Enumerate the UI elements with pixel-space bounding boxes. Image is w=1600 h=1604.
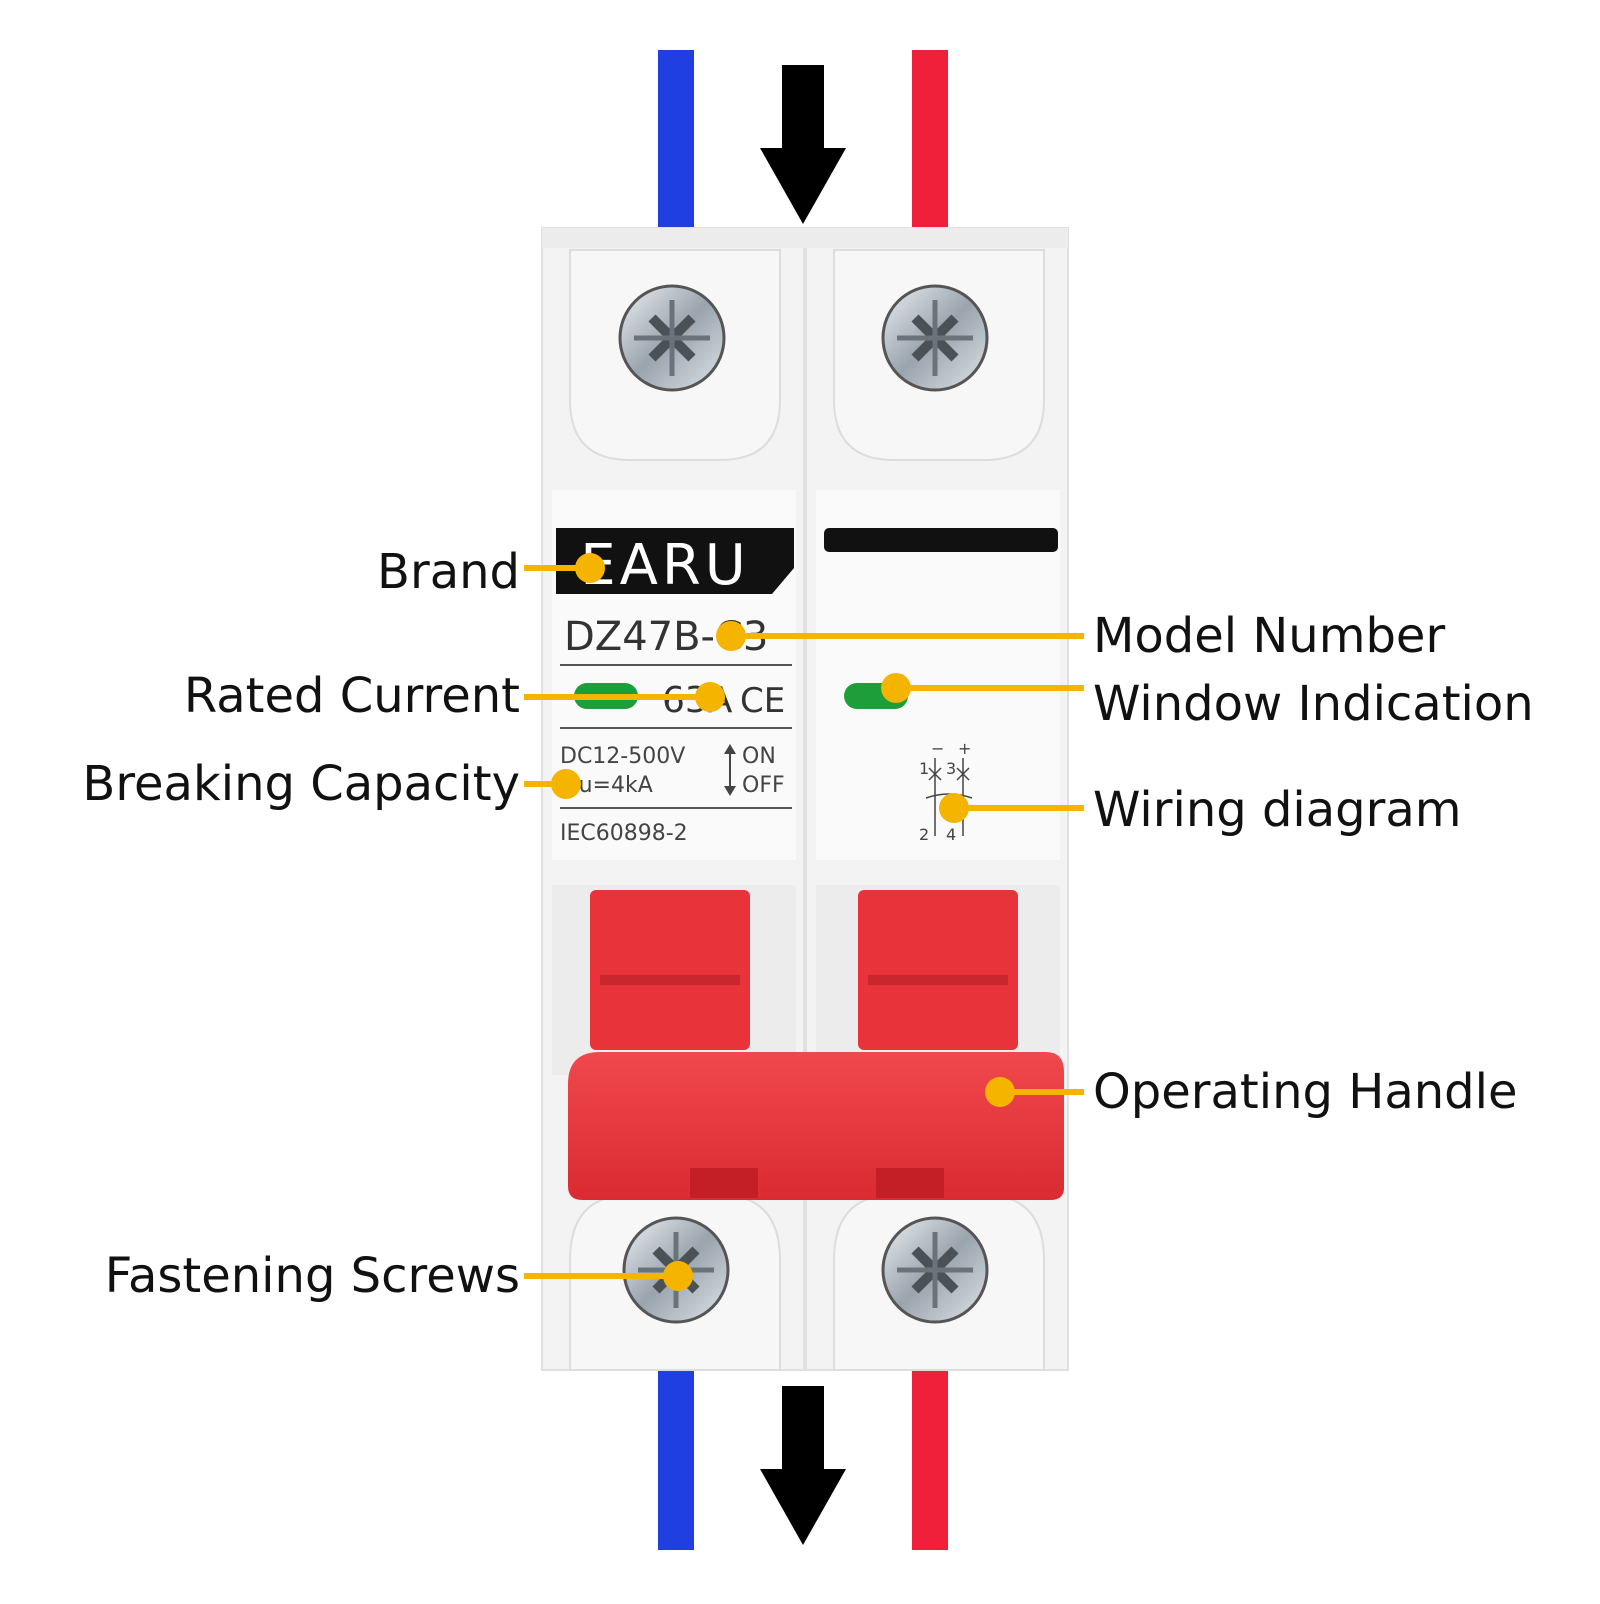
pole-levers <box>552 885 1060 1075</box>
off-label: OFF <box>742 773 785 798</box>
on-label: ON <box>742 744 776 769</box>
callout-fastening-screws: Fastening Screws <box>104 1248 520 1304</box>
callout-leaders <box>524 553 1084 1291</box>
positive-wire-top <box>912 50 948 230</box>
callout-operating-handle: Operating Handle <box>1093 1064 1518 1120</box>
callout-window-indication: Window Indication <box>1093 676 1534 732</box>
on-off-arrow-icon <box>724 744 736 796</box>
voltage-label: DC12-500V <box>560 744 685 769</box>
rated-current-dot <box>695 682 725 712</box>
breaking-capacity-dot <box>551 769 581 799</box>
wiring-diagram-dot <box>939 793 969 823</box>
brand-logo: EARU <box>556 528 794 598</box>
terminal-label: 1 <box>919 759 929 778</box>
model-number-dot <box>716 621 746 651</box>
neutral-wire-top <box>658 50 694 230</box>
terminal-label: 4 <box>946 825 956 844</box>
positive-wire-bottom <box>912 1370 948 1550</box>
callout-brand: Brand <box>377 544 520 600</box>
ce-mark: CE <box>740 681 785 721</box>
terminal-label: 3 <box>946 759 956 778</box>
callout-breaking-capacity: Breaking Capacity <box>82 756 520 812</box>
polarity-label: − <box>931 739 944 758</box>
flow-arrow-top <box>760 65 846 224</box>
top-right-screw-icon <box>881 284 989 392</box>
bottom-right-screw-icon <box>881 1216 989 1324</box>
callout-rated-current: Rated Current <box>183 668 520 724</box>
flow-arrow-bottom <box>760 1386 846 1545</box>
svg-text:EARU: EARU <box>580 533 750 598</box>
brand-dot <box>575 553 605 583</box>
operating-handle-dot <box>985 1077 1015 1107</box>
terminal-label: 2 <box>919 825 929 844</box>
callout-model-number: Model Number <box>1093 608 1446 664</box>
callout-wiring-diagram: Wiring diagram <box>1093 782 1462 838</box>
neutral-wire-bottom <box>658 1370 694 1550</box>
top-left-screw-icon <box>618 284 726 392</box>
fastening-screws-dot <box>663 1261 693 1291</box>
operating-handle[interactable] <box>568 1052 1064 1200</box>
polarity-label: + <box>958 739 971 758</box>
standard-label: IEC60898-2 <box>560 821 688 846</box>
label-strip <box>824 528 1058 552</box>
window-indication-dot <box>881 673 911 703</box>
